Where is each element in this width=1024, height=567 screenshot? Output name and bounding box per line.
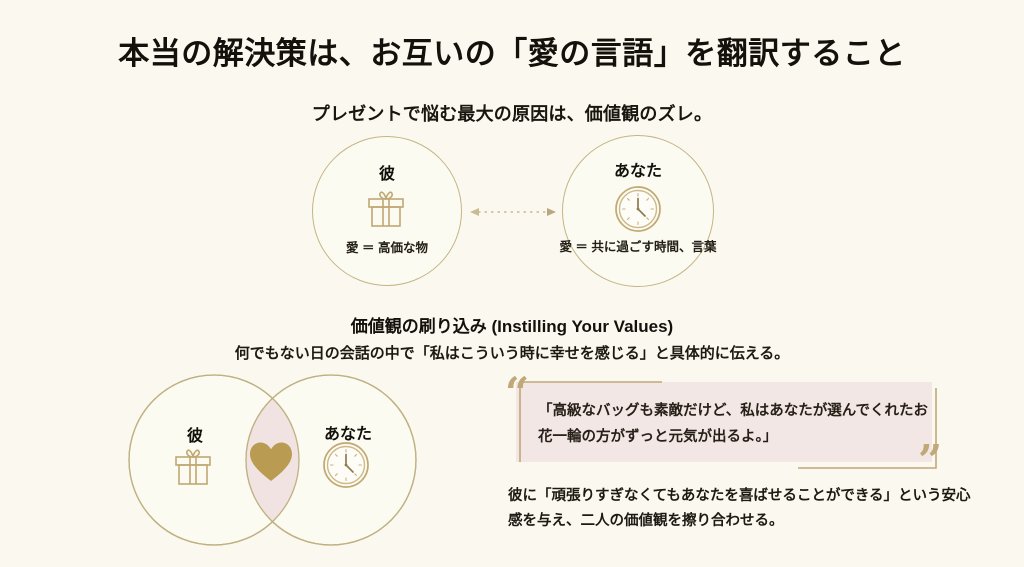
values-section-title: 価値観の刷り込み (Instilling Your Values) xyxy=(350,317,674,336)
circle-him-caption: 愛 ＝ 高価な物 xyxy=(346,241,428,255)
gift-icon xyxy=(168,444,218,490)
venn-label-you: あなた xyxy=(323,426,372,443)
venn-label-him: 彼 xyxy=(186,428,203,445)
gift-icon xyxy=(361,186,411,232)
quote-text: 「高級なバッグも素敵だけど、私はあなたが選んでくれたお花一輪の方がずっと元気が出… xyxy=(538,403,929,445)
circle-him-label: 彼 xyxy=(378,166,395,183)
quote-close-icon: ” xyxy=(918,436,943,485)
heart-icon xyxy=(248,440,294,484)
quote-open-icon: “ xyxy=(505,368,530,417)
closing-text: 彼に「頑張りすぎなくてもあなたを喜ばせることができる」という安心感を与え、二人の… xyxy=(508,488,971,529)
page-subtitle: プレゼントで悩む最大の原因は、価値観のズレ。 xyxy=(311,104,713,124)
double-arrow-dotted-icon xyxy=(468,204,558,220)
circle-you-label: あなた xyxy=(613,163,662,180)
clock-icon xyxy=(613,185,663,233)
circle-you-caption: 愛 ＝ 共に過ごす時間、言葉 xyxy=(559,240,717,254)
values-section-description: 何でもない日の会話の中で「私はこういう時に幸せを感じる」と具体的に伝える。 xyxy=(234,345,790,362)
clock-icon xyxy=(322,441,370,489)
circle-him xyxy=(312,136,462,286)
page-title: 本当の解決策は、お互いの「愛の言語」を翻訳すること xyxy=(118,36,906,71)
